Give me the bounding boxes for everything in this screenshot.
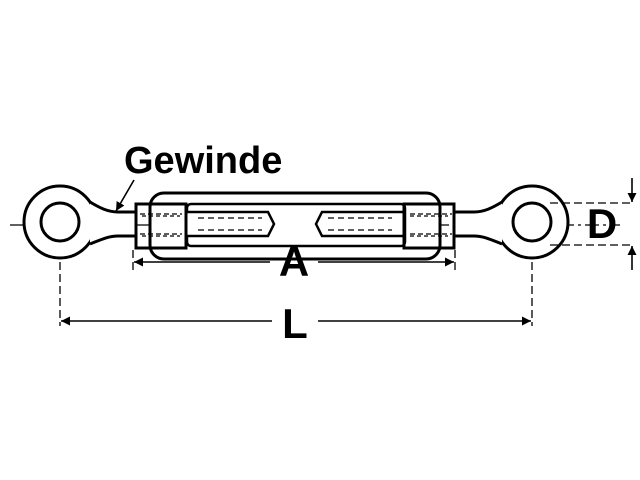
- left-threaded-rod: [184, 210, 276, 238]
- left-eye-bolt: [22, 184, 138, 260]
- thread-label: Gewinde: [124, 140, 282, 182]
- dimension-label-l: L: [282, 300, 308, 347]
- dimension-label-a: A: [279, 238, 309, 285]
- thread-hatching: [140, 213, 452, 235]
- dimension-label-d: D: [587, 200, 617, 247]
- right-eye-bolt: [452, 184, 570, 260]
- left-eye-inner-ring: [39, 201, 81, 243]
- right-eye-inner-ring: [511, 201, 553, 243]
- right-end-boss: [402, 202, 456, 250]
- left-eye-neck: [89, 200, 138, 246]
- left-end-boss: [134, 202, 188, 250]
- right-eye-neck: [452, 200, 503, 246]
- thread-leader-line: [115, 179, 135, 212]
- right-threaded-rod: [314, 210, 406, 238]
